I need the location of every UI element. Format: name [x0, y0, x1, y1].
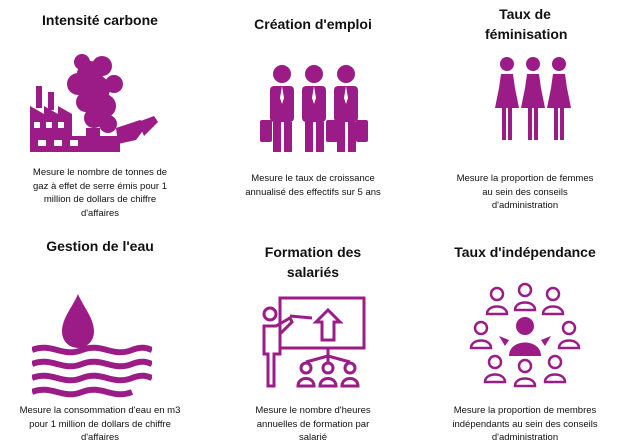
- card-description: Mesure le nombre d'heures annuelles de f…: [255, 405, 371, 443]
- card-job-creation: Création d'emploi Mesure le taux de croi…: [208, 0, 418, 224]
- card-employee-training: Formation des salariés Mesure le nombre …: [208, 224, 418, 448]
- card-title: Formation des salariés: [264, 244, 362, 280]
- card-title: Taux d'indépendance: [454, 244, 596, 260]
- card-water-management: Gestion de l'eau Mesure la consommation …: [0, 224, 200, 448]
- water-drop-icon: [32, 290, 152, 400]
- card-independence-rate: Taux d'indépendance Mesure la proportion…: [425, 224, 625, 448]
- card-description: Mesure la proportion de membres indépend…: [452, 405, 598, 443]
- card-description: Mesure le taux de croissance annualisé d…: [245, 173, 381, 198]
- card-description: Mesure la proportion de femmes au sein d…: [456, 173, 594, 211]
- card-title: Gestion de l'eau: [46, 238, 154, 254]
- card-title: Taux de féminisation: [485, 6, 568, 42]
- card-title: Intensité carbone: [42, 12, 158, 28]
- card-carbon-intensity: Intensité carbone Mesure le nombre de: [0, 0, 200, 224]
- card-description: Mesure le nombre de tonnes de gaz à effe…: [32, 167, 168, 219]
- card-description: Mesure la consommation d'eau en m3 pour …: [19, 405, 181, 443]
- business-people-icon: [260, 62, 368, 157]
- card-title: Création d'emploi: [254, 16, 372, 32]
- card-feminisation-rate: Taux de féminisation Mesure la proportio…: [425, 0, 625, 224]
- board-members-icon: [469, 280, 581, 390]
- factory-pollution-icon: [30, 44, 170, 154]
- training-presentation-icon: [260, 294, 368, 390]
- women-group-icon: [495, 54, 571, 144]
